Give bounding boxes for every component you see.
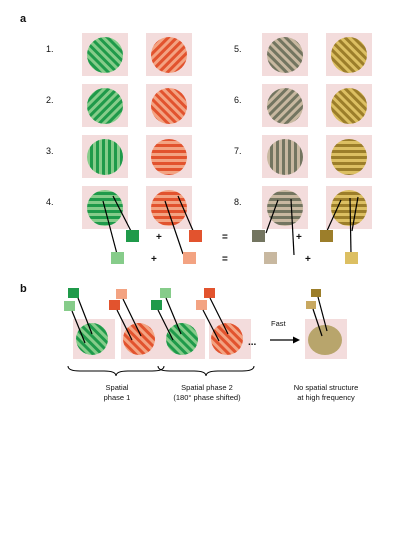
pointer-lines-row-4 xyxy=(102,195,195,255)
grating-gray-6 xyxy=(262,84,308,127)
panel-b-letter: b xyxy=(20,283,27,295)
brace-phase-1 xyxy=(67,365,165,377)
brace-phase-2 xyxy=(157,365,255,377)
grating-gold-7 xyxy=(326,135,372,178)
row-label-3: 3. xyxy=(46,146,54,156)
grating-red-3 xyxy=(146,135,192,178)
grating-gray-7 xyxy=(262,135,308,178)
swatch-red-light xyxy=(183,252,196,264)
caption-phase-1-line-1: Spatial xyxy=(106,383,129,392)
grating-red-4 xyxy=(146,186,192,229)
swatch-gray-light xyxy=(264,252,277,264)
stimulus-green-phase2 xyxy=(151,288,205,359)
row-label-4: 4. xyxy=(46,197,54,207)
grating-gold-6 xyxy=(326,84,372,127)
row-label-7: 7. xyxy=(234,146,242,156)
row-label-1: 1. xyxy=(46,44,54,54)
grating-gray-8 xyxy=(262,186,308,229)
stimulus-fused xyxy=(305,289,347,359)
pointer-lines-row-8 xyxy=(265,196,359,256)
grating-green-1 xyxy=(82,33,128,76)
fast-label: Fast xyxy=(271,319,287,328)
grating-gold-8 xyxy=(326,186,372,229)
swatch-gold-light xyxy=(345,252,358,264)
op-plus-bottom-2: + xyxy=(305,254,311,265)
grating-gray-5 xyxy=(262,33,308,76)
row-label-6: 6. xyxy=(234,95,242,105)
caption-fused-line-2: at high frequency xyxy=(297,393,355,402)
ellipsis: ... xyxy=(248,337,257,348)
caption-phase-2-line-1: Spatial phase 2 xyxy=(181,383,233,392)
swatch-gold-dark xyxy=(320,230,333,242)
row-label-2: 2. xyxy=(46,95,54,105)
op-equals-top: = xyxy=(222,232,228,243)
op-equals-bottom: = xyxy=(222,254,228,265)
grating-gold-5 xyxy=(326,33,372,76)
grating-green-2 xyxy=(82,84,128,127)
swatch-gray-dark xyxy=(252,230,265,242)
caption-phase-1-line-2: phase 1 xyxy=(104,393,131,402)
op-plus-bottom-1: + xyxy=(151,254,157,265)
row-label-5: 5. xyxy=(234,44,242,54)
panel-a-letter: a xyxy=(20,13,27,25)
op-plus-top-1: + xyxy=(156,232,162,243)
grating-red-2 xyxy=(146,84,192,127)
swatch-red-dark xyxy=(189,230,202,242)
stimulus-red-phase1 xyxy=(109,289,163,359)
grating-green-3 xyxy=(82,135,128,178)
stimulus-red-phase2 xyxy=(196,288,251,359)
row-label-8: 8. xyxy=(234,197,242,207)
op-plus-top-2: + xyxy=(296,232,302,243)
grating-red-1 xyxy=(146,33,192,76)
arrow-icon xyxy=(270,336,300,344)
swatch-green-light xyxy=(111,252,124,264)
stimulus-green-phase1 xyxy=(64,288,115,359)
swatch-green-dark xyxy=(126,230,139,242)
caption-fused-line-1: No spatial structure xyxy=(294,383,359,392)
caption-phase-2-line-2: (180° phase shifted) xyxy=(173,393,241,402)
